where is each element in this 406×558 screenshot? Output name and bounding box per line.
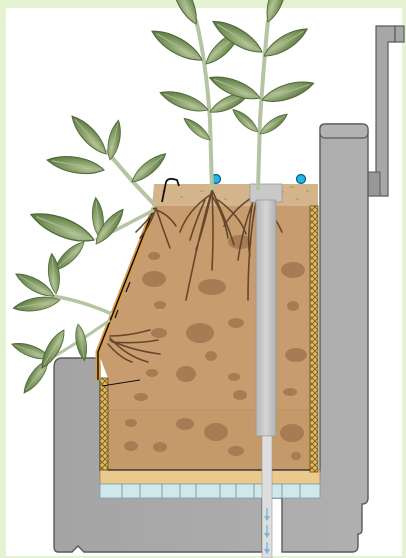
wall-cap — [320, 124, 368, 138]
woven-liner-right — [310, 206, 318, 472]
gravel-layer — [108, 410, 310, 470]
drainage-cells — [100, 470, 320, 498]
irrigation-dot — [297, 175, 306, 184]
woven-liner-left — [100, 378, 108, 470]
